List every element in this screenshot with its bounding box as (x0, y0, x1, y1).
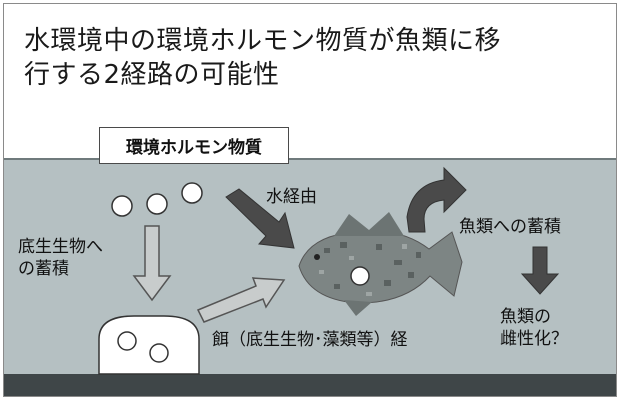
hormone-particle (146, 193, 168, 215)
benthic-accumulation-label: 底生生物へ の蓄積 (18, 236, 103, 280)
arrow-water-route (225, 188, 295, 249)
title-line-2: 行する2経路の可能性 (24, 60, 280, 90)
feminization-label: 魚類の 雌性化？ (500, 306, 568, 350)
seabed (4, 374, 616, 396)
arrow-food-route (196, 277, 286, 323)
benthic-label-line-1: 底生生物へ (18, 237, 103, 257)
diagram-frame: 水環境中の環境ホルモン物質が魚類に移 行する2経路の可能性 (3, 3, 617, 397)
water-route-label: 水経由 (266, 187, 317, 207)
curved-accumulation-arrow (406, 166, 467, 233)
benthic-label-line-2: の蓄積 (18, 259, 69, 279)
food-route-label: 餌（底生生物･藻類等）経 (212, 330, 408, 350)
diagram-graphics (98, 166, 560, 375)
feminization-label-line-2: 雌性化？ (500, 329, 568, 349)
feminization-label-line-1: 魚類の (500, 307, 551, 327)
fish (298, 212, 463, 316)
hormone-particle (111, 195, 133, 217)
diagram-title: 水環境中の環境ホルモン物質が魚類に移 行する2経路の可能性 (24, 24, 501, 92)
arrow-to-feminization (520, 246, 560, 295)
title-line-1: 水環境中の環境ホルモン物質が魚類に移 (24, 26, 502, 56)
fish-accumulation-label: 魚類への蓄積 (459, 217, 561, 237)
particle-in-fish (350, 266, 370, 286)
arrow-to-benthic (132, 225, 172, 302)
hormone-substance-label: 環境ホルモン物質 (99, 127, 289, 164)
particle-in-mound (117, 331, 137, 351)
benthic-organism-mound (98, 315, 200, 375)
hormone-particle (181, 182, 203, 204)
water-surface-line (4, 158, 616, 160)
fish-eye (314, 254, 320, 260)
particle-in-mound (149, 343, 169, 363)
